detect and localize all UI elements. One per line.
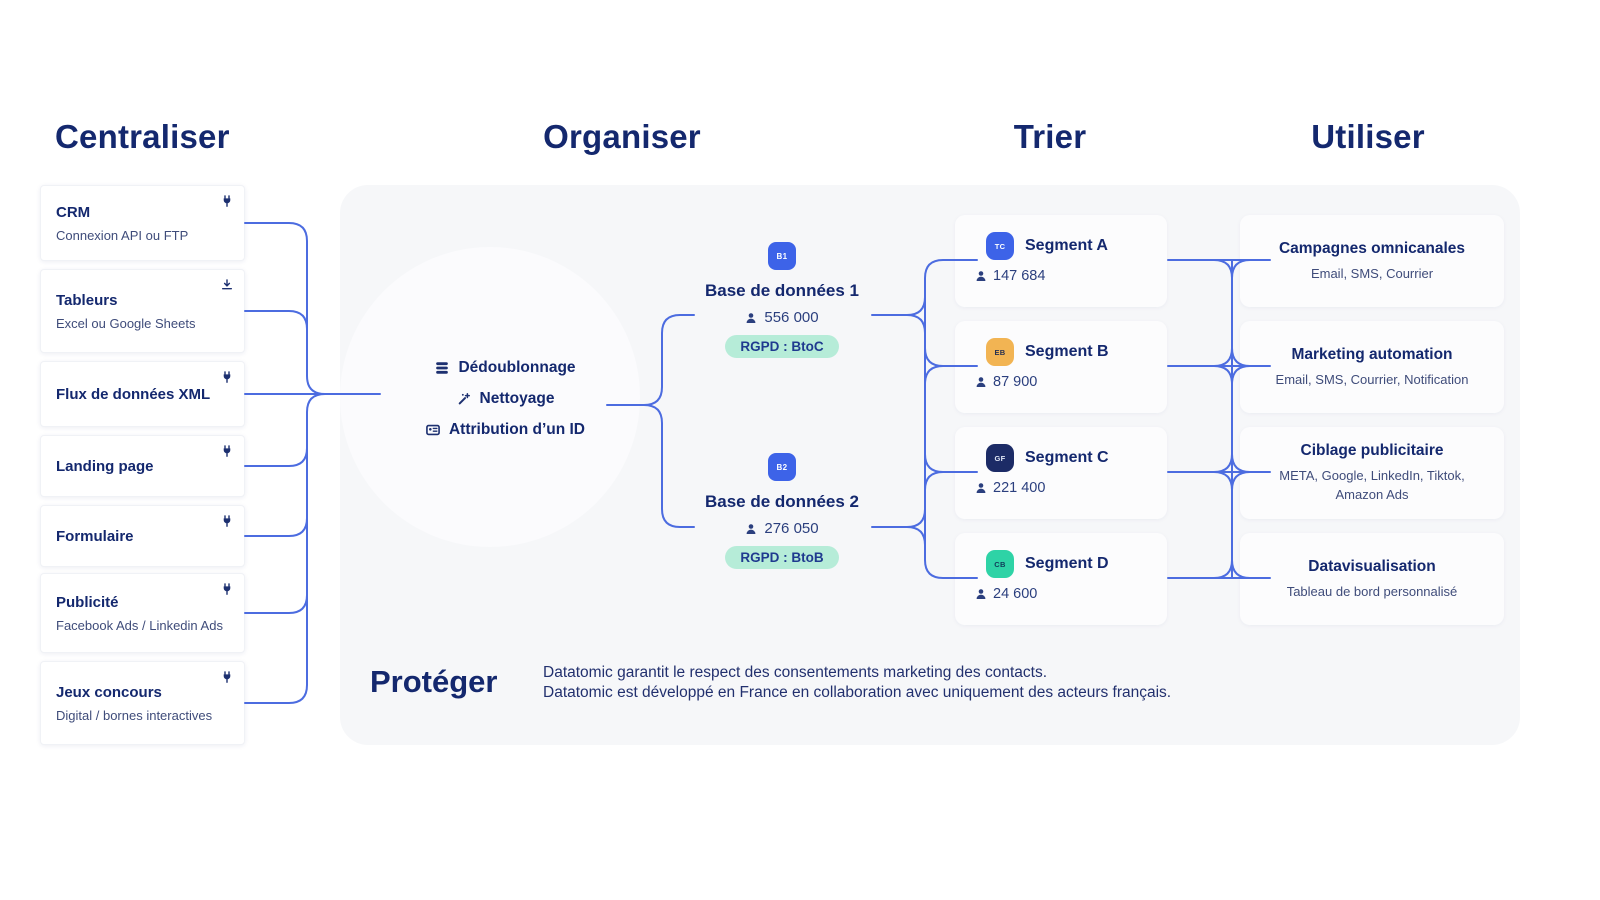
organiser-step-label: Attribution d’un ID	[448, 420, 586, 438]
database-node-2: B2 Base de données 2 276 050 RGPD : BtoB	[672, 453, 892, 569]
segment-count-value: 221 400	[993, 480, 1046, 496]
use-card-datavisualisation: Datavisualisation Tableau de bord person…	[1240, 533, 1504, 625]
source-card-landing-page: Landing page	[40, 435, 245, 497]
use-card-marketing-automation: Marketing automation Email, SMS, Courrie…	[1240, 321, 1504, 413]
use-title: Marketing automation	[1291, 345, 1453, 363]
database-badge: B2	[768, 453, 796, 481]
download-icon	[221, 279, 233, 291]
source-subtitle: Facebook Ads / Linkedin Ads	[56, 617, 223, 633]
segment-title: Segment A	[1025, 237, 1108, 254]
person-icon	[975, 588, 987, 600]
database-count: 556 000	[745, 309, 819, 326]
segment-count-value: 87 900	[993, 374, 1038, 390]
segment-card-c: GF Segment C 221 400	[955, 427, 1167, 519]
segment-title: Segment D	[1025, 555, 1109, 572]
segment-title: Segment C	[1025, 449, 1109, 466]
source-title: Landing page	[56, 457, 154, 475]
segment-count: 221 400	[975, 480, 1167, 496]
database-title: Base de données 2	[704, 492, 859, 511]
database-count-value: 556 000	[764, 309, 819, 326]
proteger-text: Datatomic garantit le respect des consen…	[543, 663, 1171, 703]
organiser-step: Nettoyage	[457, 383, 555, 414]
person-icon	[975, 482, 987, 494]
database-count-value: 276 050	[764, 520, 819, 537]
rgpd-tag: RGPD : BtoC	[725, 335, 839, 358]
use-card-campagnes: Campagnes omnicanales Email, SMS, Courri…	[1240, 215, 1504, 307]
source-card-formulaire: Formulaire	[40, 505, 245, 567]
database-title: Base de données 1	[704, 281, 859, 300]
organiser-step-label: Dédoublonnage	[458, 358, 576, 376]
use-title: Ciblage publicitaire	[1300, 442, 1444, 459]
source-title: Formulaire	[56, 527, 134, 545]
person-icon	[975, 376, 987, 388]
segment-card-b: EB Segment B 87 900	[955, 321, 1167, 413]
organiser-step: Dédoublonnage	[435, 352, 576, 383]
source-card-publicite: Publicité Facebook Ads / Linkedin Ads	[40, 573, 245, 653]
proteger-title: Protéger	[370, 664, 498, 699]
database-count: 276 050	[745, 520, 819, 537]
segment-badge: CB	[986, 550, 1014, 578]
source-card-tableurs: Tableurs Excel ou Google Sheets	[40, 269, 245, 353]
header-centraliser: Centraliser	[55, 118, 230, 155]
header-organiser: Organiser	[543, 118, 701, 155]
source-card-crm: CRM Connexion API ou FTP	[40, 185, 245, 261]
use-card-ciblage: Ciblage publicitaire META, Google, Linke…	[1240, 427, 1504, 519]
source-title: Tableurs	[56, 291, 118, 309]
use-subtitle: Email, SMS, Courrier	[1310, 265, 1434, 281]
segment-count-value: 24 600	[993, 586, 1038, 602]
source-subtitle: Excel ou Google Sheets	[56, 315, 196, 331]
use-subtitle: Email, SMS, Courrier, Notification	[1275, 371, 1469, 387]
segment-count: 87 900	[975, 374, 1167, 390]
plug-icon	[221, 371, 233, 383]
use-title: Campagnes omnicanales	[1278, 239, 1466, 257]
plug-icon	[221, 583, 233, 595]
use-subtitle: Tableau de bord personnalisé	[1286, 583, 1458, 599]
source-card-flux-xml: Flux de données XML	[40, 361, 245, 427]
proteger-line2: Datatomic est développé en France en col…	[543, 684, 1172, 701]
use-title: Datavisualisation	[1308, 557, 1436, 575]
source-title: Jeux concours	[56, 683, 162, 701]
database-badge: B1	[768, 242, 796, 270]
segment-card-d: CB Segment D 24 600	[955, 533, 1167, 625]
layers-icon	[435, 361, 449, 375]
segment-count-value: 147 684	[993, 268, 1046, 284]
plug-icon	[221, 515, 233, 527]
id-card-icon	[426, 423, 440, 437]
person-icon	[975, 270, 987, 282]
plug-icon	[221, 195, 233, 207]
segment-card-a: TC Segment A 147 684	[955, 215, 1167, 307]
header-utiliser: Utiliser	[1311, 118, 1425, 155]
segment-badge: GF	[986, 444, 1014, 472]
organiser-halo	[340, 247, 640, 547]
database-node-1: B1 Base de données 1 556 000 RGPD : BtoC	[672, 242, 892, 358]
header-trier: Trier	[1013, 118, 1087, 155]
organiser-steps: Dédoublonnage Nettoyage Attribution d’un…	[398, 352, 613, 445]
segment-count: 24 600	[975, 586, 1167, 602]
rgpd-tag: RGPD : BtoB	[725, 546, 839, 569]
segment-badge: TC	[986, 232, 1014, 260]
organiser-step: Attribution d’un ID	[426, 414, 585, 445]
organiser-step-label: Nettoyage	[479, 389, 555, 407]
plug-icon	[221, 671, 233, 683]
source-card-jeux-concours: Jeux concours Digital / bornes interacti…	[40, 661, 245, 745]
proteger-line1: Datatomic garantit le respect des consen…	[543, 664, 1047, 681]
source-subtitle: Digital / bornes interactives	[56, 707, 213, 723]
source-title: Flux de données XML	[56, 385, 211, 403]
source-title: CRM	[56, 203, 91, 221]
segment-badge: EB	[986, 338, 1014, 366]
source-title: Publicité	[56, 593, 119, 611]
use-subtitle: META, Google, LinkedIn, Tiktok, Amazon A…	[1279, 468, 1465, 502]
segment-title: Segment B	[1025, 343, 1109, 360]
source-subtitle: Connexion API ou FTP	[56, 227, 189, 243]
person-icon	[745, 523, 757, 535]
segment-count: 147 684	[975, 268, 1167, 284]
plug-icon	[221, 445, 233, 457]
clean-icon	[457, 392, 471, 406]
person-icon	[745, 312, 757, 324]
